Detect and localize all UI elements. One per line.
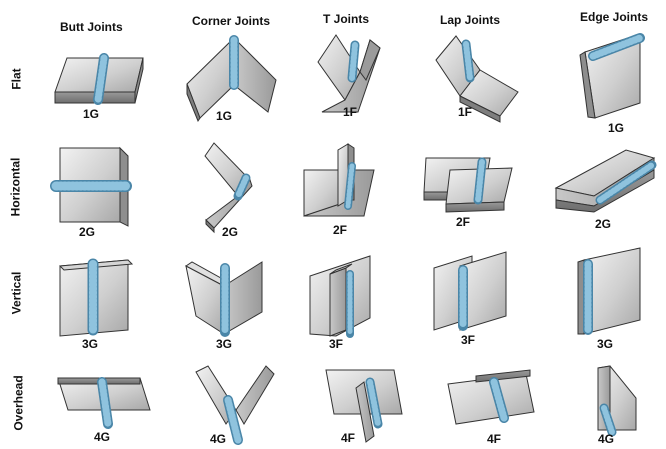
col-header-lap-joints: Lap Joints [440, 13, 501, 27]
label-flat-lap: 1F [458, 105, 472, 119]
label-flat-edge: 1G [608, 121, 624, 135]
label-vertical-t: 3F [329, 337, 343, 351]
col-header-butt-joints: Butt Joints [60, 20, 123, 34]
label-overhead-edge: 4G [598, 432, 614, 446]
label-flat-butt: 1G [83, 107, 99, 121]
label-horizontal-corner: 2G [222, 225, 238, 239]
label-vertical-lap: 3F [461, 333, 475, 347]
label-vertical-butt: 3G [82, 337, 98, 351]
edge-joint-vertical-figure [577, 247, 641, 335]
t-joint-flat-figure [317, 34, 381, 113]
lap-joint-horizontal-figure [423, 157, 513, 213]
col-header-corner-joints: Corner Joints [192, 14, 271, 28]
label-overhead-butt: 4G [94, 430, 110, 444]
label-overhead-lap: 4F [487, 432, 501, 446]
t-joint-overhead-figure [325, 369, 403, 443]
label-horizontal-butt: 2G [79, 225, 95, 239]
butt-joint-flat-figure [54, 53, 144, 105]
label-horizontal-t: 2F [333, 223, 347, 237]
lap-joint-overhead-figure [447, 369, 535, 425]
butt-joint-overhead-figure [57, 377, 151, 429]
label-flat-t: 1F [343, 105, 357, 119]
t-joint-vertical-figure [309, 255, 371, 338]
t-joint-horizontal-figure [303, 143, 375, 217]
label-overhead-t: 4F [341, 431, 355, 445]
edge-joint-overhead-figure [597, 365, 637, 437]
lap-joint-vertical-figure [433, 251, 507, 331]
corner-joint-overhead-figure [195, 365, 275, 445]
edge-joint-horizontal-figure [554, 149, 657, 213]
col-header-edge-joints: Edge Joints [580, 10, 649, 24]
butt-joint-vertical-figure [58, 258, 134, 337]
label-overhead-corner: 4G [210, 432, 226, 446]
corner-joint-vertical-figure [185, 261, 263, 337]
label-vertical-corner: 3G [216, 337, 232, 351]
edge-joint-flat-figure [579, 33, 645, 119]
corner-joint-flat-figure [186, 35, 277, 123]
col-header-t-joints: T Joints [323, 12, 370, 26]
lap-joint-flat-figure [435, 35, 519, 123]
butt-joint-horizontal-figure [50, 146, 132, 227]
label-horizontal-lap: 2F [456, 215, 470, 229]
label-vertical-edge: 3G [597, 337, 613, 351]
corner-joint-horizontal-figure [204, 142, 253, 234]
label-flat-corner: 1G [216, 109, 232, 123]
label-horizontal-edge: 2G [595, 217, 611, 231]
